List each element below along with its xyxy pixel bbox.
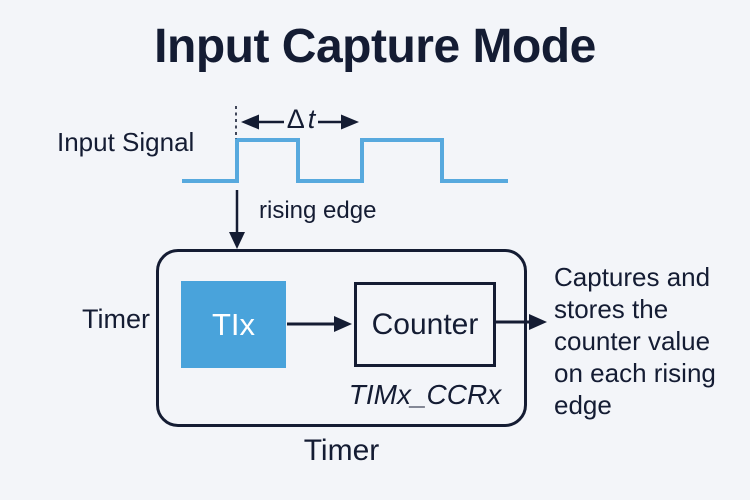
timer-side-label: Timer — [82, 304, 150, 334]
caption-line: Captures and — [554, 262, 711, 292]
timer-box — [156, 249, 527, 427]
counter-block: Counter — [354, 282, 496, 367]
tix-label: TIx — [211, 306, 256, 342]
input-signal-label: Input Signal — [57, 127, 195, 157]
caption-line: counter value — [554, 326, 711, 356]
input-signal-waveform — [182, 138, 508, 183]
t-symbol: t — [307, 104, 316, 134]
delta-t-left-arrowhead — [241, 114, 259, 130]
register-label: TIMx_CCRx — [348, 379, 502, 410]
page-title: Input Capture Mode — [154, 20, 596, 73]
counter-label: Counter — [371, 307, 479, 341]
caption-line: edge — [554, 390, 612, 420]
rising-edge-label: rising edge — [259, 197, 377, 224]
delta-t-right-arrowhead — [341, 114, 359, 130]
tix-block: TIx — [181, 281, 286, 368]
caption-text: Captures and stores the counter value on… — [554, 261, 724, 421]
caption-line: stores the — [554, 294, 669, 324]
caption-line: on each rising — [554, 358, 716, 388]
timer-bottom-label: Timer — [303, 434, 380, 467]
delta-symbol: Δ — [286, 104, 305, 134]
rising-edge-arrowhead — [229, 232, 245, 249]
counter-output-arrowhead — [529, 314, 547, 330]
